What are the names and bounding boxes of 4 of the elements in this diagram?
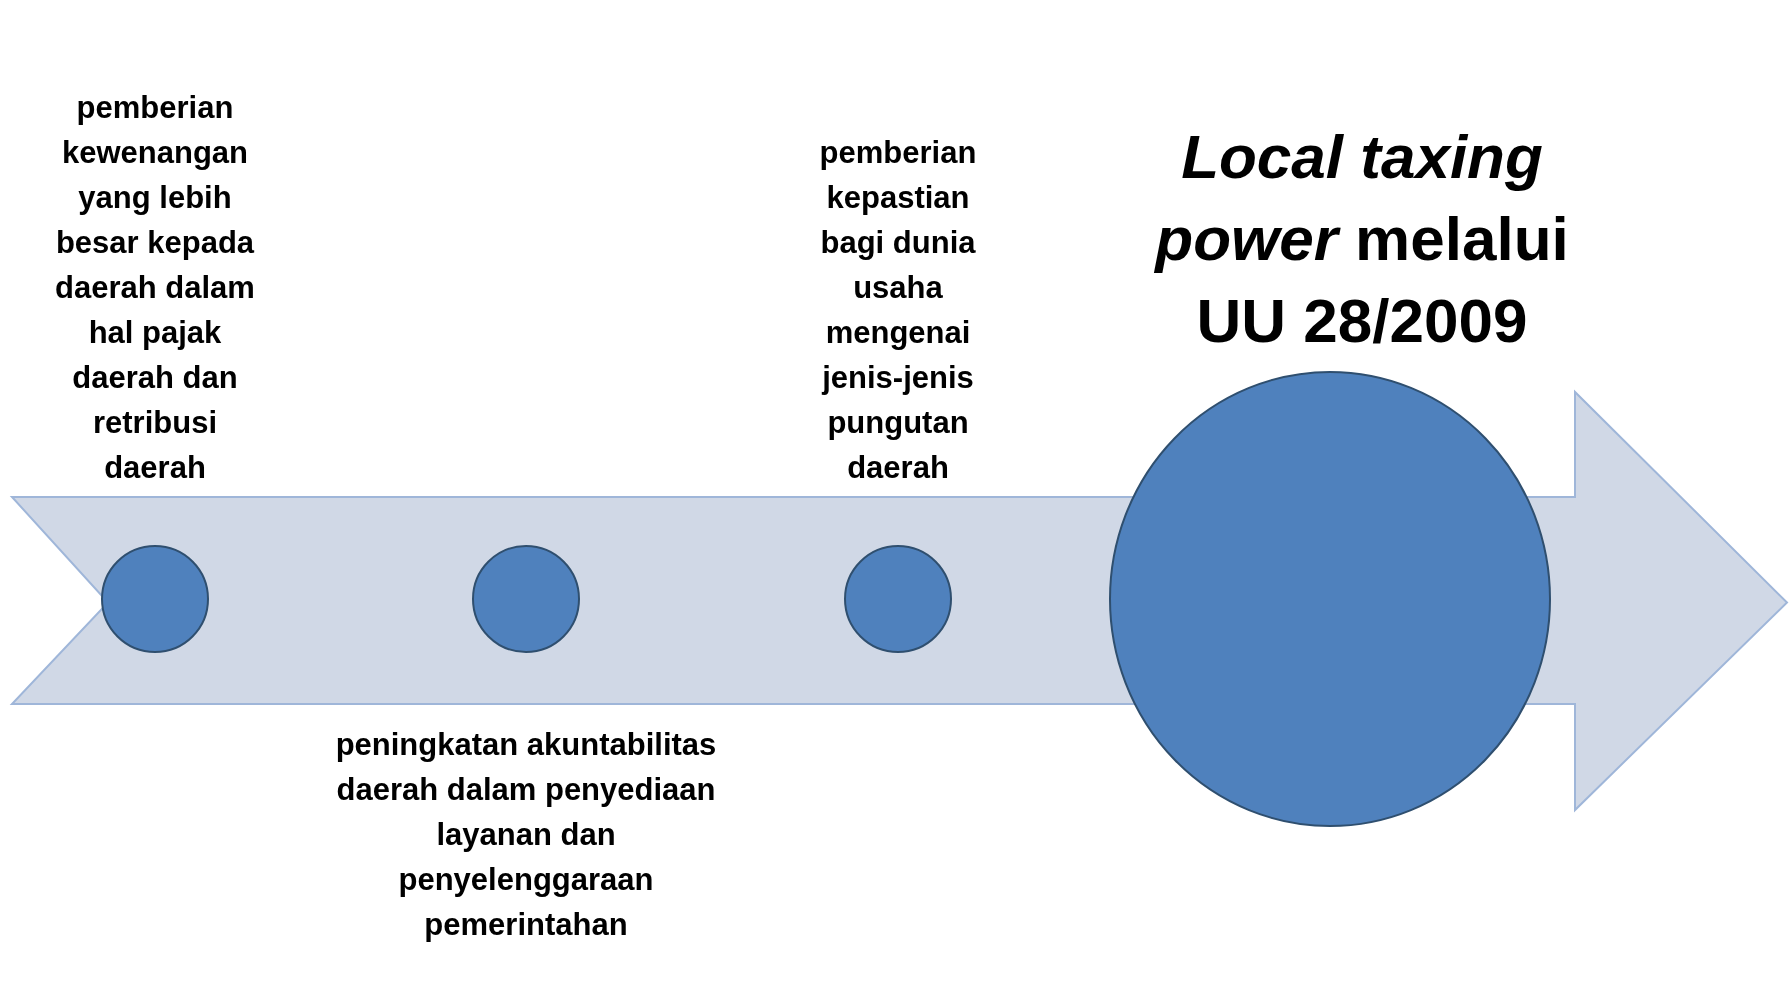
milestone-caption: Local taxing power melalui UU 28/2009	[1153, 121, 1570, 357]
milestone-caption: peningkatan akuntabilitas daerah dalam penyediaan layanan dan penyelenggaraan pemerintahan	[334, 726, 718, 944]
milestone-caption: pemberian kepastian bagi dunia usaha mengenai jenis-jenis pungutan daerah	[818, 134, 978, 487]
milestone-caption: pemberian kewenangan yang lebih besar kepada daerah dalam hal pajak daerah dan retribusi daerah	[54, 89, 256, 487]
